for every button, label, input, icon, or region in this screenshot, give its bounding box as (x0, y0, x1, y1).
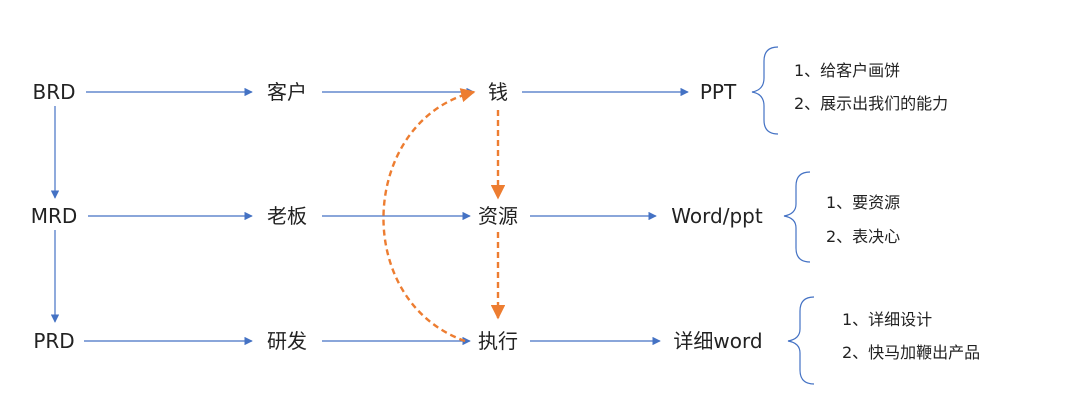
node-wordppt: Word/ppt (671, 204, 763, 228)
node-mrd: MRD (30, 204, 78, 228)
note-ppt-1: 1、给客户画饼 (794, 61, 901, 80)
note-xixiword-2: 2、快马加鞭出产品 (842, 343, 981, 362)
node-xixiword: 详细word (673, 329, 763, 353)
brace-wordppt (783, 171, 811, 263)
node-qian: 钱 (488, 80, 508, 104)
node-zhixing: 执行 (478, 329, 518, 353)
brace-ppt (751, 46, 779, 135)
node-laoban: 老板 (267, 204, 307, 228)
note-wordppt-1: 1、要资源 (826, 193, 901, 212)
note-wordppt-2: 2、表决心 (826, 227, 901, 246)
dashed-arc-zhixing-qian (382, 88, 476, 343)
note-ppt-2: 2、展示出我们的能力 (794, 94, 949, 113)
node-kehu: 客户 (267, 80, 307, 104)
brace-xixiword (787, 296, 815, 385)
note-xixiword-1: 1、详细设计 (842, 310, 933, 329)
node-yanfa: 研发 (267, 329, 307, 353)
node-prd: PRD (33, 329, 75, 353)
node-ppt: PPT (699, 80, 737, 104)
node-ziyuan: 资源 (478, 204, 518, 228)
node-brd: BRD (32, 80, 76, 104)
